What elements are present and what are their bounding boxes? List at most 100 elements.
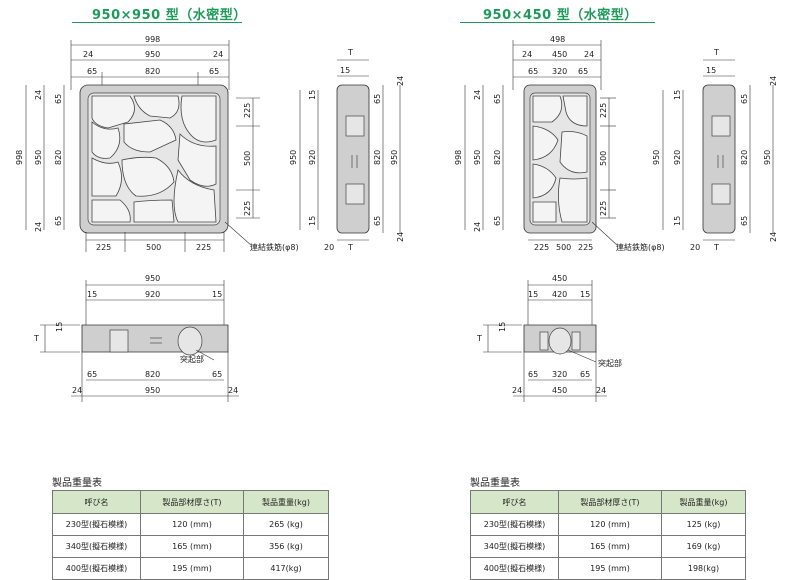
table-cell: 120 (mm) — [140, 513, 244, 536]
dim-text: 820 — [145, 67, 160, 76]
dim-text: 920 — [145, 290, 160, 299]
dim-text: 15 — [498, 322, 507, 332]
dim-text: 65 — [373, 216, 382, 226]
table-cell: 120 (mm) — [558, 513, 662, 536]
dim-text: 15 — [340, 66, 350, 75]
left-title-rule — [72, 22, 242, 23]
rebar-label: 連結鉄筋(φ8) — [250, 242, 299, 252]
table-cell: 265 (kg) — [243, 513, 329, 536]
dim-text: 225 — [243, 201, 252, 216]
dim-text: T — [476, 334, 482, 343]
dim-text: 450 — [552, 386, 567, 395]
dim-text: 15 — [308, 216, 317, 226]
dim-text: 65 — [578, 67, 588, 76]
dim-text: 15 — [87, 290, 97, 299]
dim-text: 65 — [87, 67, 97, 76]
dim-text: 225 — [196, 243, 211, 252]
dim-text: 920 — [673, 150, 682, 165]
dim-text: 225 — [534, 243, 549, 252]
dim-text: T — [33, 334, 39, 343]
table-cell: 417(kg) — [243, 557, 329, 580]
dim-text: 450 — [552, 50, 567, 59]
table-header: 呼び名 — [470, 490, 559, 514]
dim-text: 950 — [652, 150, 661, 165]
dim-text: 15 — [673, 216, 682, 226]
dim-text: 24 — [72, 386, 82, 395]
table-cell: 230型(擬石模様) — [470, 513, 559, 536]
dim-text: 500 — [146, 243, 161, 252]
right-weight-table: 呼び名 製品部材厚さ(T) 製品重量(kg) 230型(擬石模様) 120 (m… — [470, 490, 746, 580]
right-title: 950×450 型（水密型） — [483, 8, 638, 23]
dim-text: 498 — [550, 35, 565, 44]
dim-text: 500 — [243, 151, 252, 166]
table-row: 340型(擬石模様) 165 (mm) 169 (kg) — [470, 535, 746, 558]
dim-text: 24 — [473, 90, 482, 100]
dim-text: 24 — [512, 386, 522, 395]
dim-text: 24 — [34, 90, 43, 100]
dim-text: 15 — [212, 290, 222, 299]
table-cell: 340型(擬石模様) — [470, 535, 559, 558]
table-cell: 195 (mm) — [558, 557, 662, 580]
dim-text: 950 — [390, 150, 399, 165]
dim-text: 320 — [552, 370, 567, 379]
dim-text: 15 — [55, 322, 64, 332]
dim-text: 24 — [213, 50, 223, 59]
dim-text: 500 — [599, 151, 608, 166]
dim-text: T — [713, 243, 719, 252]
right-side-view: T 15 24 950 15 920 15 65 820 65 950 24 2… — [652, 48, 778, 252]
dim-text: 24 — [522, 50, 532, 59]
table-cell: 125 (kg) — [661, 513, 746, 536]
dim-text: 920 — [308, 150, 317, 165]
table-cell: 400型(擬石模様) — [52, 557, 141, 580]
table-cell: 230型(擬石模様) — [52, 513, 141, 536]
right-plan-view: 498 24 450 24 65 320 65 998 24 950 24 65… — [454, 35, 665, 252]
dim-text: 65 — [54, 94, 63, 104]
table-cell: 169 (kg) — [661, 535, 746, 558]
dim-text: 24 — [228, 386, 238, 395]
dim-text: 15 — [706, 66, 716, 75]
dim-text: 65 — [54, 216, 63, 226]
table-header: 呼び名 — [52, 490, 141, 514]
dim-text: 820 — [740, 150, 749, 165]
dim-text: 65 — [580, 370, 590, 379]
dim-text: 65 — [212, 370, 222, 379]
dim-text: 15 — [673, 90, 682, 100]
left-table-title: 製品重量表 — [52, 478, 102, 489]
dim-text: 820 — [145, 370, 160, 379]
dim-text: T — [347, 243, 353, 252]
left-title: 950×950 型（水密型） — [92, 8, 247, 23]
dim-text: 20 — [690, 243, 700, 252]
rebar-label: 連結鉄筋(φ8) — [616, 242, 665, 252]
left-side-view: T 15 24 950 15 920 15 65 820 65 950 24 2… — [289, 48, 405, 252]
table-cell: 340型(擬石模様) — [52, 535, 141, 558]
dim-text: 950 — [473, 150, 482, 165]
dim-text: 24 — [83, 50, 93, 59]
table-header: 製品部材厚さ(T) — [140, 490, 244, 514]
dim-text: 998 — [454, 150, 463, 165]
dim-text: 820 — [373, 150, 382, 165]
dim-text: 820 — [493, 150, 502, 165]
dim-text: 225 — [243, 103, 252, 118]
table-cell: 165 (mm) — [140, 535, 244, 558]
dim-text: 65 — [209, 67, 219, 76]
dim-text: 950 — [145, 274, 160, 283]
left-front-view: 950 15 920 15 T 15 突起部 65 820 65 24 950 … — [33, 274, 239, 402]
dim-text: 998 — [15, 150, 24, 165]
right-title-rule — [460, 22, 655, 23]
dim-text: 15 — [308, 90, 317, 100]
dim-text: 24 — [584, 50, 594, 59]
dim-text: 65 — [740, 216, 749, 226]
dim-text: 820 — [54, 150, 63, 165]
dim-text: 65 — [87, 370, 97, 379]
table-header: 製品重量(kg) — [243, 490, 329, 514]
dim-text: 950 — [289, 150, 298, 165]
right-front-view: 450 15 420 15 T 15 突起部 65 320 65 24 450 … — [476, 274, 622, 402]
left-plan-view: 998 24 950 24 65 820 65 998 24 950 24 65… — [15, 35, 299, 252]
table-row: 400型(擬石模様) 195 (mm) 417(kg) — [52, 557, 329, 580]
table-cell: 195 (mm) — [140, 557, 244, 580]
dim-text: 420 — [552, 290, 567, 299]
dim-text: 450 — [552, 274, 567, 283]
dim-text: 950 — [763, 150, 772, 165]
dim-text: 15 — [580, 290, 590, 299]
